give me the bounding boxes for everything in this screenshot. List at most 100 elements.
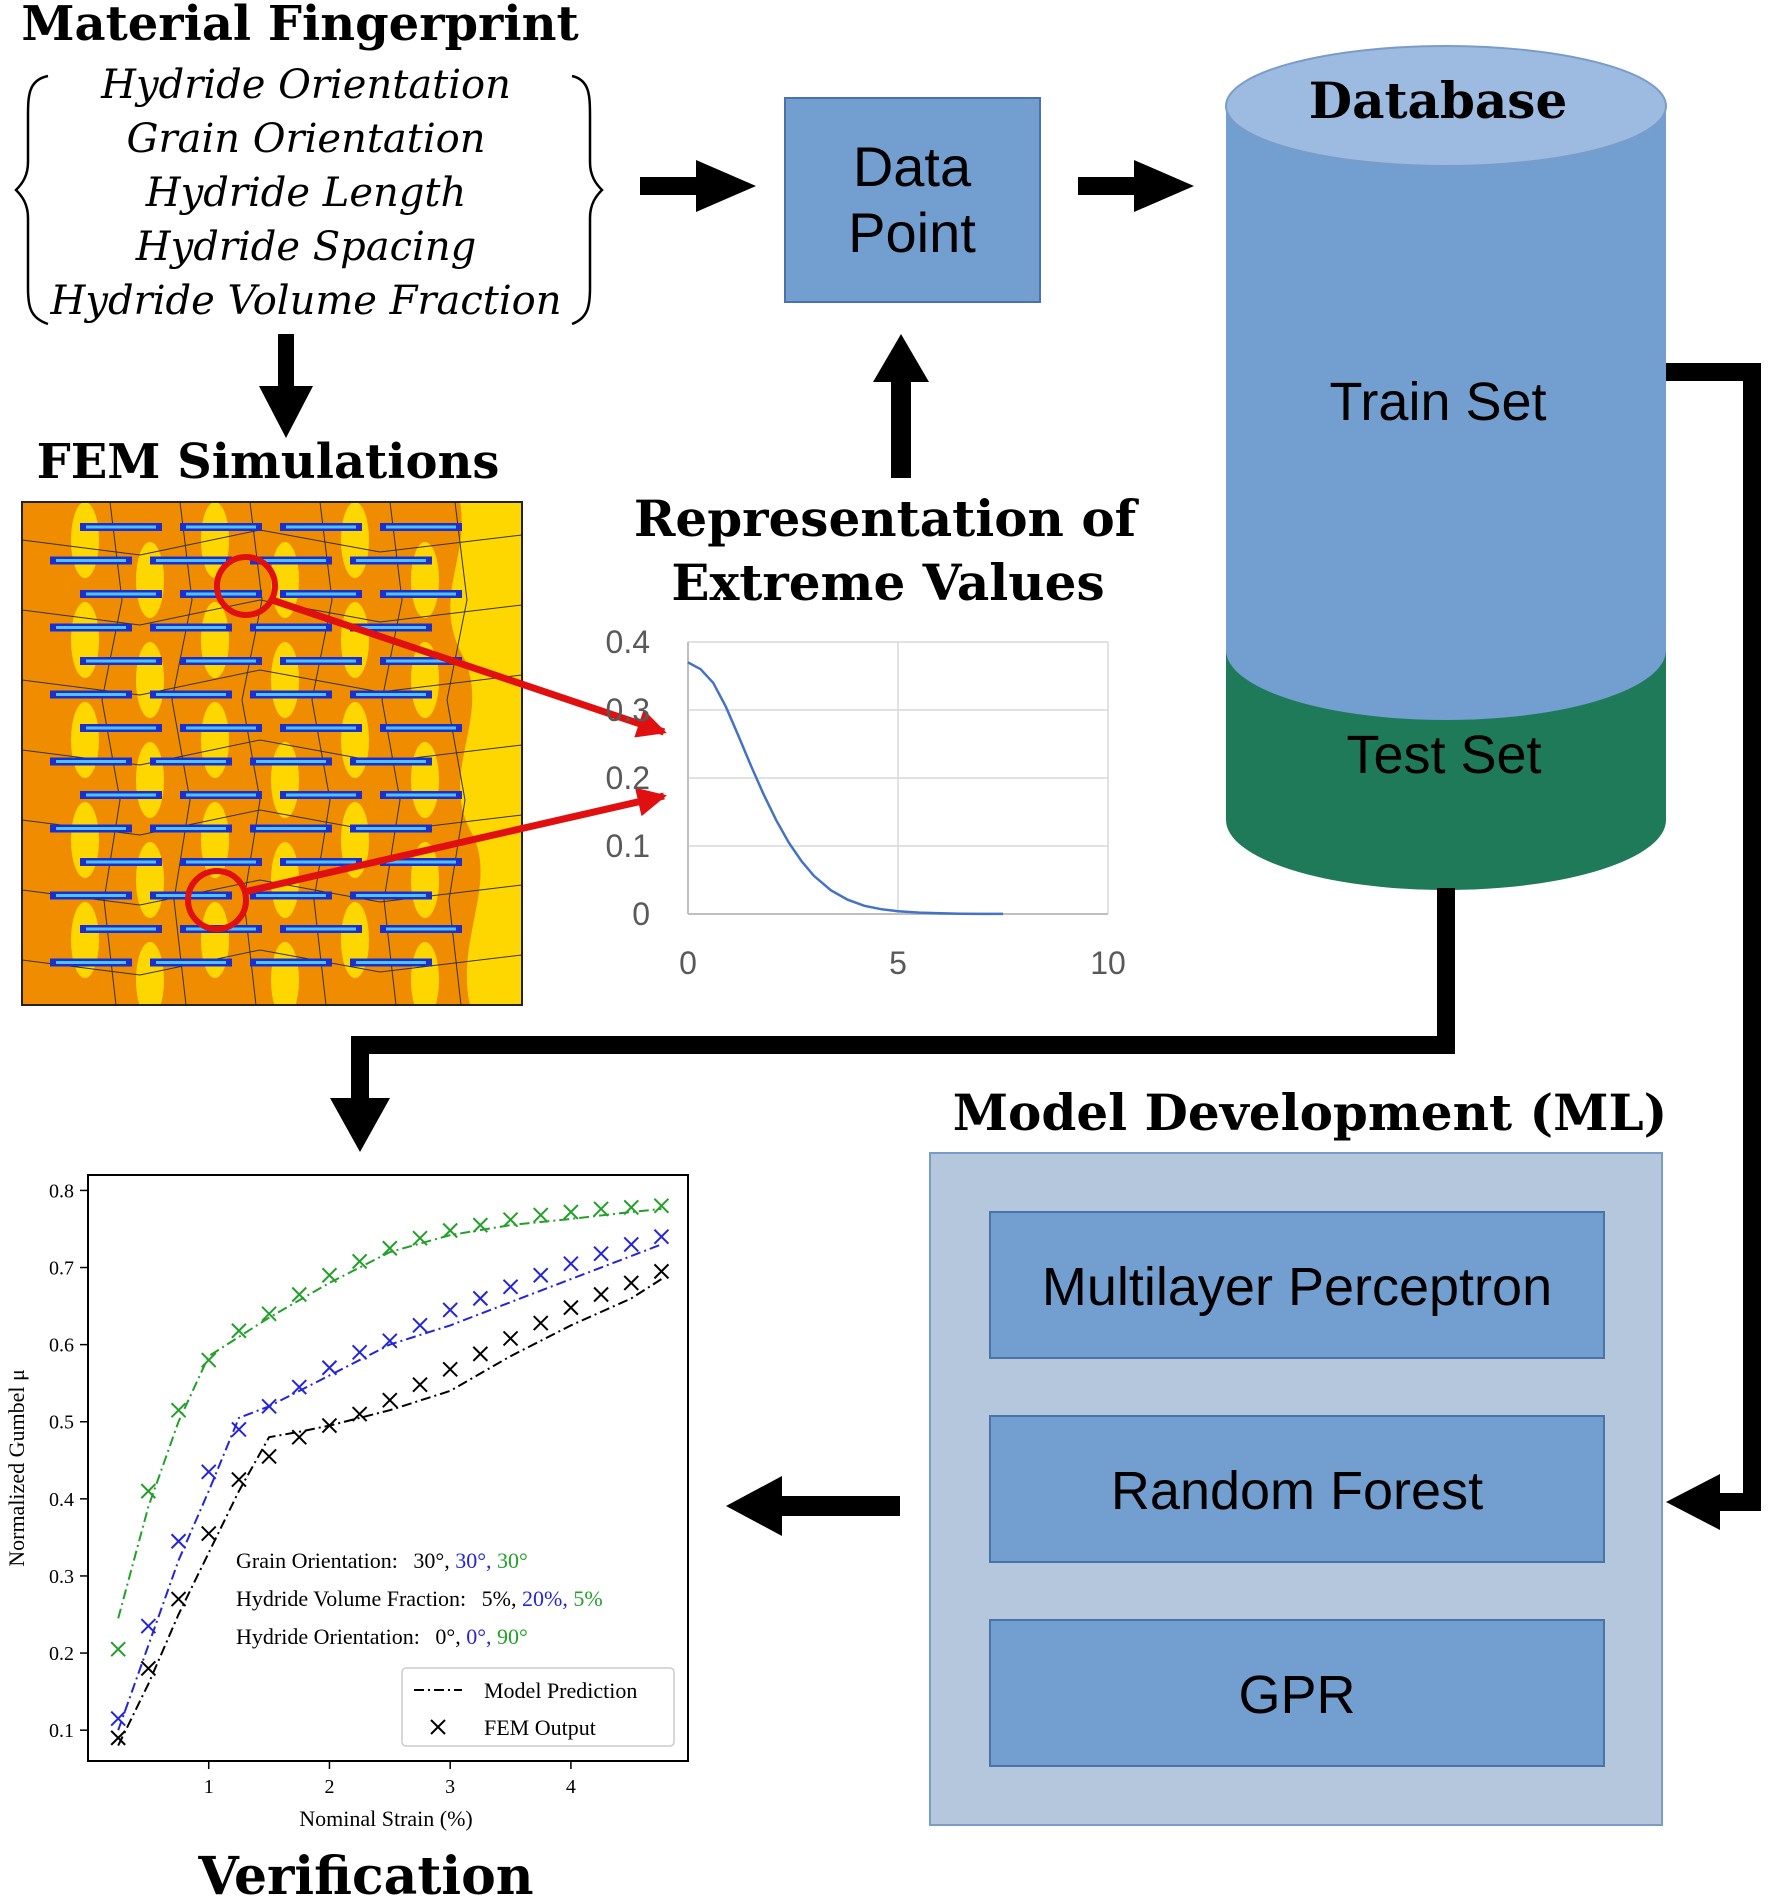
- annotation-hvf: Hydride Volume Fraction: 5%, 20%, 5%: [236, 1586, 603, 1611]
- x-tick-label: 4: [566, 1776, 576, 1798]
- fem-output-marker: [140, 1618, 157, 1634]
- fem-output-marker: [231, 1471, 247, 1488]
- model-item-label: Random Forest: [1111, 1461, 1483, 1521]
- red-arrow-top: [270, 596, 667, 738]
- fem-output-marker: [563, 1204, 579, 1220]
- fem-output-marker: [261, 1306, 277, 1322]
- extreme-title-line2: Extreme Values: [671, 553, 1104, 612]
- y-tick-label: 0.4: [606, 624, 650, 660]
- model-item-label: GPR: [1238, 1665, 1355, 1725]
- fingerprint-item: Hydride Length: [145, 170, 466, 216]
- arrow-fingerprint-to-fem: [259, 334, 313, 438]
- fem-output-marker: [110, 1730, 126, 1746]
- fem-output-marker: [201, 1525, 217, 1542]
- data-point-line2: Point: [848, 201, 976, 264]
- fem-output-marker: [231, 1323, 247, 1339]
- verification-title: Verification: [197, 1846, 533, 1900]
- x-tick-label: 3: [445, 1776, 455, 1798]
- fem-output-marker: [110, 1710, 126, 1727]
- fem-output-marker: [321, 1267, 338, 1283]
- fem-output-marker: [593, 1201, 609, 1217]
- fem-output-marker: [140, 1660, 157, 1677]
- fem-output-marker: [502, 1330, 519, 1347]
- y-tick-label: 0.8: [49, 1180, 74, 1202]
- series-line: [687, 661, 1003, 916]
- fem-output-marker: [653, 1263, 670, 1280]
- test-set-label: Test Set: [1346, 725, 1541, 785]
- fem-output-marker: [472, 1217, 489, 1233]
- y-tick-label: 0.5: [49, 1412, 74, 1434]
- fem-output-marker: [593, 1245, 609, 1262]
- y-tick-label: 0.4: [49, 1489, 74, 1511]
- fem-output-marker: [502, 1212, 519, 1228]
- x-tick-label: 2: [324, 1776, 334, 1798]
- fem-simulation-image: [21, 501, 667, 1006]
- database-title: Database: [1309, 71, 1568, 130]
- annotation-value: 90°: [492, 1624, 528, 1649]
- x-tick-label: 5: [889, 945, 907, 981]
- fem-output-marker: [563, 1299, 579, 1316]
- annotation-value: Hydride Volume Fraction:: [236, 1586, 466, 1611]
- fem-output-marker: [653, 1228, 670, 1245]
- y-tick-label: 0.3: [49, 1566, 74, 1588]
- connector-test-to-verification: [330, 888, 1455, 1152]
- data-point-box: Data Point: [784, 97, 1041, 303]
- annotation-value: Hydride Orientation:: [236, 1624, 420, 1649]
- model-prediction-line: [117, 1243, 662, 1731]
- fem-output-marker: [170, 1402, 187, 1418]
- highlight-circle-top: [214, 554, 278, 618]
- fem-output-marker: [140, 1483, 157, 1499]
- legend-fem-swatch: [430, 1719, 446, 1735]
- fem-output-marker: [502, 1279, 519, 1295]
- annotation-value: 30°,: [450, 1548, 492, 1573]
- fem-output-marker: [623, 1199, 639, 1216]
- annotation-value: 5%: [568, 1586, 603, 1611]
- fem-output-marker: [261, 1448, 277, 1465]
- database-cylinder: Database Train Set Test Set: [1225, 45, 1667, 890]
- left-brace: [14, 74, 49, 326]
- fem-output-marker: [412, 1377, 428, 1393]
- annotation-value: 0°,: [461, 1624, 492, 1649]
- fem-output-marker: [261, 1398, 277, 1415]
- y-tick-label: 0.3: [606, 692, 650, 728]
- fem-output-marker: [563, 1255, 579, 1272]
- fingerprint-item: Hydride Volume Fraction: [50, 278, 562, 324]
- fem-output-marker: [291, 1429, 307, 1445]
- fingerprint-item: Hydride Spacing: [135, 224, 476, 270]
- fem-output-marker: [170, 1591, 187, 1607]
- annotation-value: 30°: [492, 1548, 528, 1573]
- fem-output-marker: [623, 1275, 639, 1291]
- fem-output-marker: [201, 1352, 217, 1368]
- annotation-value: 0°,: [430, 1624, 461, 1649]
- y-tick-label: 0.6: [49, 1335, 74, 1357]
- fem-output-marker: [442, 1222, 458, 1239]
- fem-output-marker: [382, 1333, 398, 1349]
- fem-output-marker: [321, 1417, 338, 1434]
- fem-output-marker: [593, 1286, 609, 1303]
- y-axis-label: Normalized Gumbel μ: [4, 1369, 29, 1567]
- fem-output-marker: [110, 1641, 126, 1657]
- fem-output-marker: [351, 1344, 368, 1361]
- data-point-line1: Data: [853, 135, 972, 198]
- fem-output-marker: [533, 1207, 549, 1223]
- fem-output-marker: [291, 1286, 307, 1303]
- highlight-circle-bottom: [185, 868, 249, 932]
- connector-train-to-model: [1666, 363, 1761, 1530]
- fem-output-marker: [533, 1267, 549, 1283]
- y-tick-label: 0.1: [606, 828, 650, 864]
- fem-output-marker: [321, 1360, 338, 1376]
- fem-output-marker: [170, 1533, 187, 1549]
- model-item-random-forest: Random Forest: [989, 1415, 1605, 1563]
- fingerprint-item: Hydride Orientation: [100, 62, 511, 108]
- model-item-gpr: GPR: [989, 1619, 1605, 1767]
- model-item-label: Multilayer Perceptron: [1042, 1257, 1552, 1317]
- y-tick-label: 0: [632, 896, 650, 932]
- model-item-mlp: Multilayer Perceptron: [989, 1211, 1605, 1359]
- model-prediction-line: [117, 1207, 662, 1619]
- legend-box: [401, 1667, 675, 1747]
- annotation-value: 30°,: [408, 1548, 450, 1573]
- arrow-datapoint-to-database: [1078, 160, 1194, 212]
- legend-model-label: Model Prediction: [484, 1678, 637, 1703]
